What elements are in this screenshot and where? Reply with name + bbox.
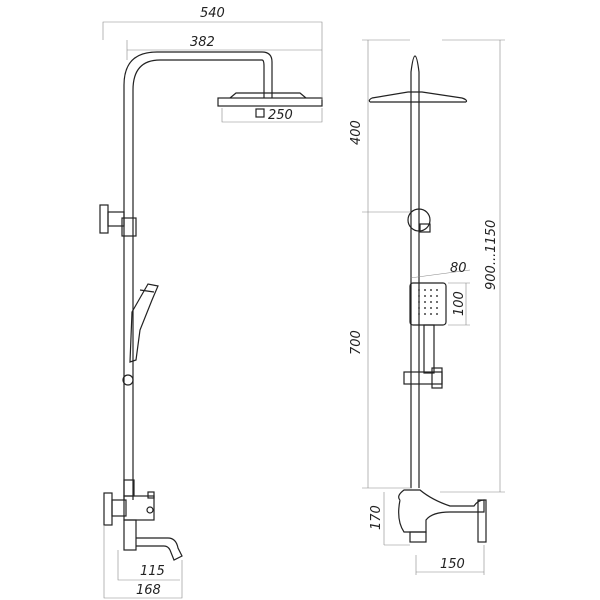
front-view [362, 39, 505, 575]
riser-pipe [123, 51, 273, 500]
head-plate-front [368, 91, 468, 103]
dim-170: 170 [369, 505, 384, 530]
dim-115: 115 [140, 564, 165, 579]
dim-900-1150: 900...1150 [484, 220, 499, 290]
dim-150: 150 [440, 557, 465, 572]
spout-side [136, 537, 183, 561]
mixer-body-side [123, 495, 155, 521]
spray-nozzles [418, 289, 438, 315]
dim-250: 250 [268, 108, 293, 123]
slider [403, 371, 443, 385]
hand-shower-handle [423, 324, 435, 374]
dim-168: 168 [136, 583, 161, 598]
riser-pipe-front [410, 55, 420, 488]
dim-80: 80 [450, 261, 467, 276]
dim-100: 100 [452, 291, 467, 316]
slider-knob [122, 374, 134, 386]
side-view [99, 21, 323, 599]
dim-382: 382 [190, 35, 215, 50]
hand-shower-side [129, 283, 159, 363]
hand-shower-front [409, 282, 447, 326]
dim-400: 400 [349, 120, 364, 145]
wall-bracket-front [407, 208, 431, 232]
wall-flange-mixer [103, 492, 113, 526]
dim-540: 540 [200, 6, 225, 21]
mixer-front [398, 489, 485, 533]
wall-bracket-side [99, 204, 109, 234]
dim-700: 700 [349, 330, 364, 355]
head-plate-side [217, 97, 323, 107]
